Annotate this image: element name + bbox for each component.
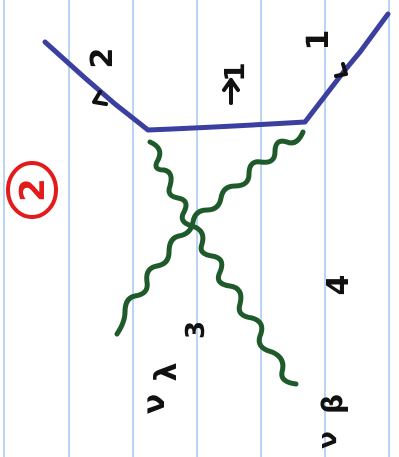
label-top-left-leg: 2: [85, 48, 120, 69]
label-gluon-3-lambda: λ: [149, 362, 184, 381]
diagram-number-badge: 2: [6, 161, 58, 219]
label-internal-line: 1: [218, 62, 251, 81]
notebook-rulings: [3, 0, 390, 457]
circle-outline: [6, 161, 58, 219]
diagram-number: 2: [13, 178, 53, 202]
arrow-right-leg-icon: [334, 62, 348, 78]
gluon-line-3: [114, 129, 306, 337]
label-gluon-3: 3: [181, 321, 211, 339]
gluon-lines: [114, 129, 306, 387]
fermion-line: [42, 11, 391, 133]
label-gluon-4-nu: ν: [313, 431, 343, 449]
label-gluon-4-beta: β: [316, 394, 349, 414]
label-gluon-4: 4: [321, 275, 356, 296]
arrow-left-leg-icon: [92, 90, 108, 106]
gluon-line-4: [147, 139, 299, 387]
label-top-right-leg: 1: [301, 30, 336, 51]
label-gluon-3-nu: ν: [137, 394, 172, 414]
